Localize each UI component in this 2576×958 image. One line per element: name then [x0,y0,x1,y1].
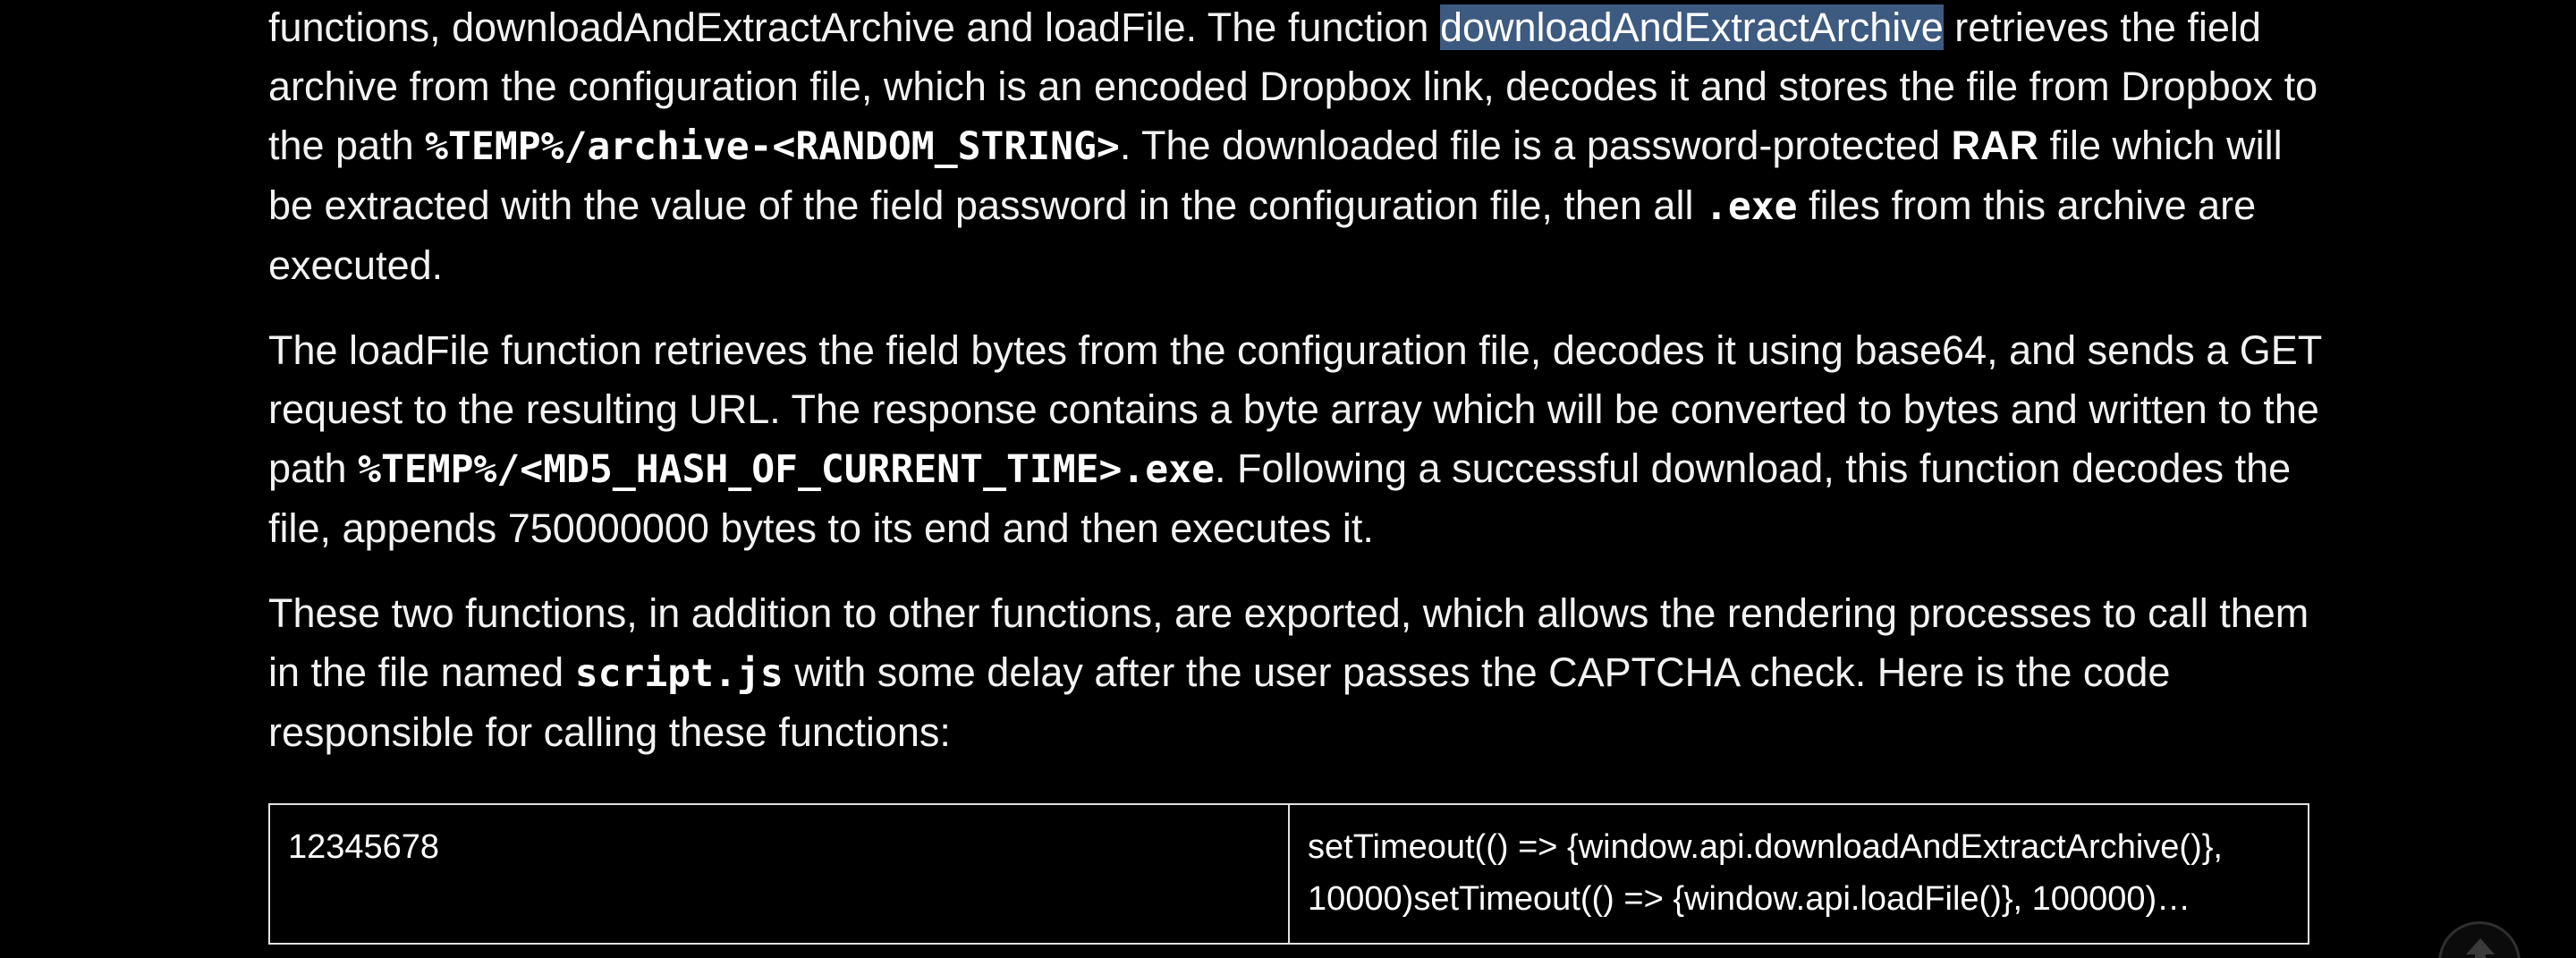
inline-code-path: %TEMP%/<MD5_HASH_OF_CURRENT_TIME>.exe [358,447,1215,492]
paragraph-text: The loadFile function retrieves the fiel… [268,327,2322,491]
code-block-table: 12345678 setTimeout(() => {window.api.do… [268,803,2309,945]
code-block-row: 12345678 setTimeout(() => {window.api.do… [268,803,2309,945]
arrow-up-icon [2466,938,2495,958]
inline-code-filename: script.js [574,651,784,696]
scroll-to-top-button[interactable] [2438,921,2521,958]
paragraph-text: . The downloaded file is a password-prot… [1119,123,1952,168]
code-source[interactable]: setTimeout(() => {window.api.downloadAnd… [1288,803,2309,945]
paragraph-text: functions, downloadAndExtractArchive and… [268,4,1440,50]
inline-bold-rar: RAR [1951,123,2039,168]
paragraph-exported-functions: These two functions, in addition to othe… [268,584,2326,762]
paragraph-download-functions: functions, downloadAndExtractArchive and… [268,0,2326,295]
paragraph-text: retrieves the field archive from the con… [268,4,2318,168]
paragraph-text: These two functions, in addition to othe… [268,590,2309,695]
paragraph-text: with some delay after the user passes th… [268,649,2171,755]
paragraph-text: . Following a successful download, this … [268,445,2292,551]
selected-text-highlight[interactable]: downloadAndExtractArchive [1439,4,1944,50]
paragraph-text: files from this archive are executed. [268,182,2257,288]
inline-code-path: %TEMP%/archive-<RANDOM_STRING> [425,124,1120,169]
code-line-numbers: 12345678 [268,803,1290,945]
inline-code-exe: .exe [1704,184,1798,229]
paragraph-text: file which will be extracted with the va… [268,123,2283,228]
article-body: functions, downloadAndExtractArchive and… [268,0,2326,788]
paragraph-loadfile: The loadFile function retrieves the fiel… [268,321,2326,558]
